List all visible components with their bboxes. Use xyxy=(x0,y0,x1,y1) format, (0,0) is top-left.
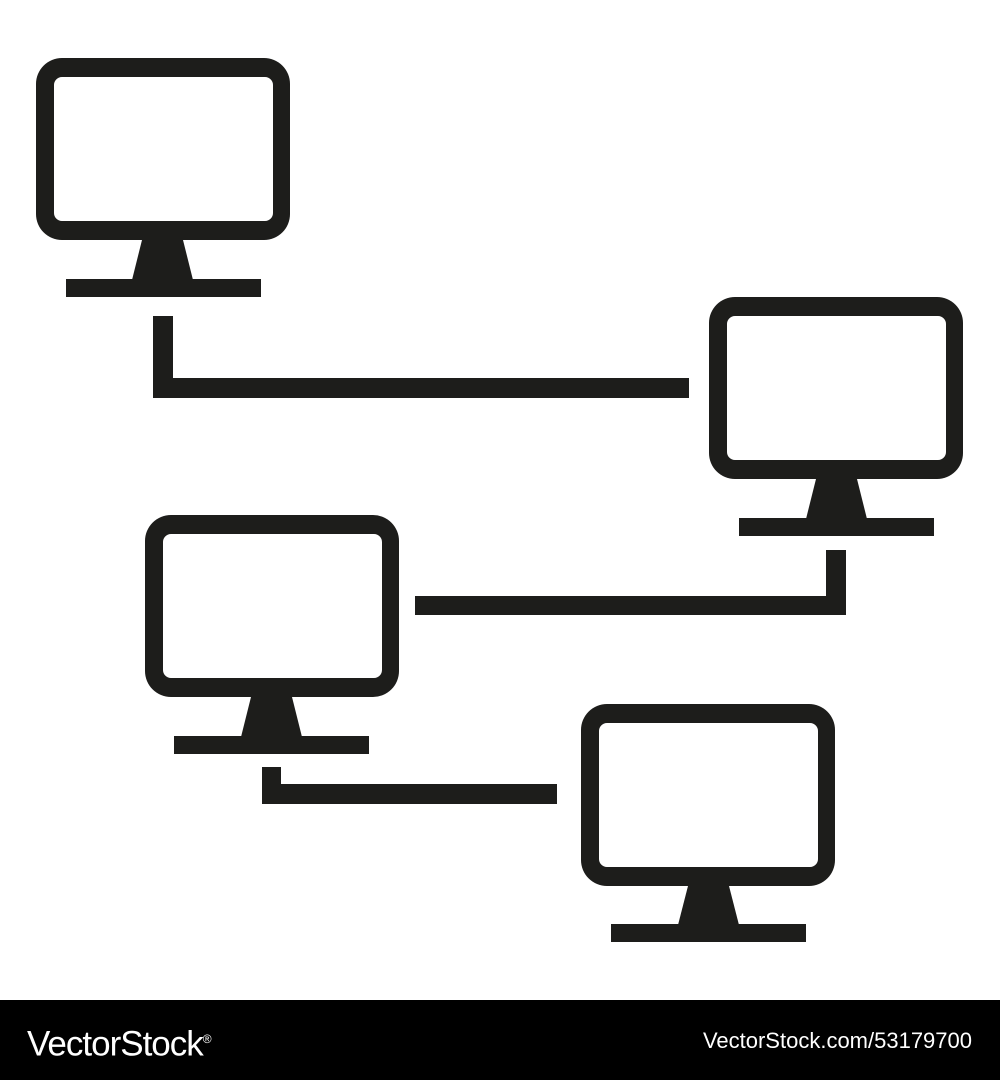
computer-node-3 xyxy=(145,515,399,754)
connector-1-2 xyxy=(153,316,689,398)
monitor-icon xyxy=(709,297,963,479)
vectorstock-logo: VectorStock® xyxy=(27,1017,212,1067)
computer-node-2 xyxy=(709,297,963,536)
monitor-base xyxy=(739,518,934,536)
monitor-stand xyxy=(241,697,302,737)
monitor-base xyxy=(174,736,369,754)
watermark-bar: VectorStock® VectorStock.com/53179700 xyxy=(0,1000,1000,1080)
computer-node-4 xyxy=(581,704,835,942)
computer-node-1 xyxy=(36,58,290,297)
monitor-stand xyxy=(132,240,193,280)
monitor-stand xyxy=(678,886,739,925)
logo-text: VectorStock xyxy=(27,1024,204,1064)
monitor-stand xyxy=(806,479,867,519)
network-diagram xyxy=(36,58,963,942)
monitor-base xyxy=(66,279,261,297)
image-id: VectorStock.com/53179700 xyxy=(702,1028,972,1053)
registered-mark: ® xyxy=(202,1032,212,1046)
connector-3-4 xyxy=(262,767,557,804)
monitor-icon xyxy=(145,515,399,697)
monitor-icon xyxy=(581,704,835,886)
monitor-icon xyxy=(36,58,290,240)
monitor-base xyxy=(611,924,806,942)
connector-2-3 xyxy=(415,550,846,615)
